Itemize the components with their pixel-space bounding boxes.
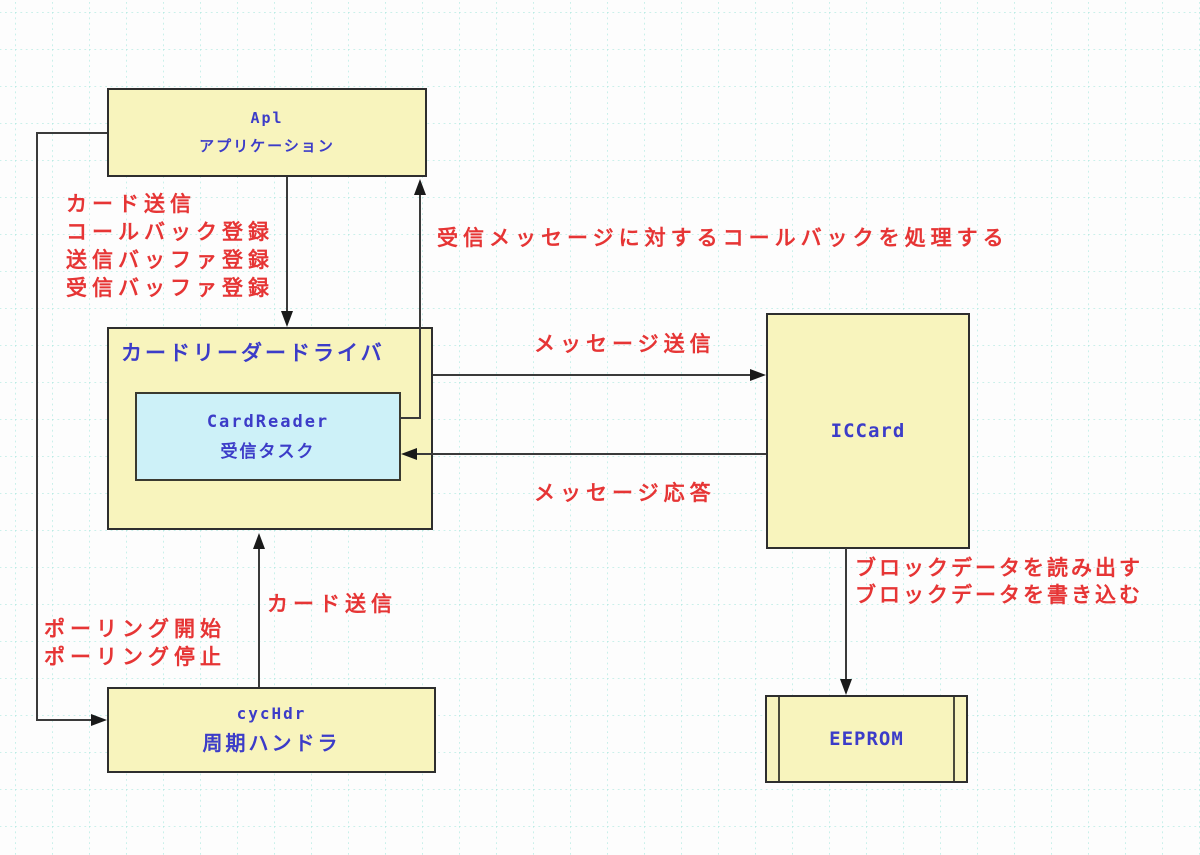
annotation-message-response: メッセージ応答 [534,481,716,505]
node-eeprom-label: EEPROM [829,728,904,750]
node-cardreader-task: CardReader 受信タスク [135,392,401,481]
annotation-message-send: メッセージ送信 [534,332,716,356]
node-apl-subtitle: アプリケーション [199,137,335,155]
annotation-line: 受信バッファ登録 [66,276,274,300]
node-eeprom: EEPROM [765,695,968,783]
node-cychdr: cycHdr 周期ハンドラ [107,687,436,773]
annotation-line: ブロックデータを読み出す [855,556,1143,580]
annotation-block-data: ブロックデータを読み出す ブロックデータを書き込む [855,555,1143,609]
eeprom-side-line-right [953,697,955,781]
annotation-callback-note: 受信メッセージに対するコールバックを処理する [437,226,1009,250]
node-apl-title: Apl [250,109,284,127]
node-apl: Apl アプリケーション [107,88,427,177]
node-iccard-label: ICCard [830,420,906,442]
node-cychdr-subtitle: 周期ハンドラ [202,731,341,755]
node-cychdr-title: cycHdr [236,704,307,723]
annotation-line: ポーリング停止 [44,645,226,669]
node-cardreader-task-title: CardReader [206,411,330,432]
annotation-card-send: カード送信 [267,592,397,616]
node-card-reader-driver-label: カードリーダードライバ [121,341,385,365]
node-iccard: ICCard [766,313,970,549]
eeprom-side-line-left [778,697,780,781]
annotation-line: ブロックデータを書き込む [855,583,1143,607]
annotation-line: 送信バッファ登録 [66,248,274,272]
annotation-polling: ポーリング開始 ポーリング停止 [44,615,226,671]
node-cardreader-task-subtitle: 受信タスク [220,441,316,462]
annotation-line: カード送信 [66,192,196,216]
annotation-line: ポーリング開始 [44,617,226,641]
annotation-apl-to-driver-calls: カード送信 コールバック登録 送信バッファ登録 受信バッファ登録 [66,190,274,302]
annotation-line: コールバック登録 [66,220,274,244]
